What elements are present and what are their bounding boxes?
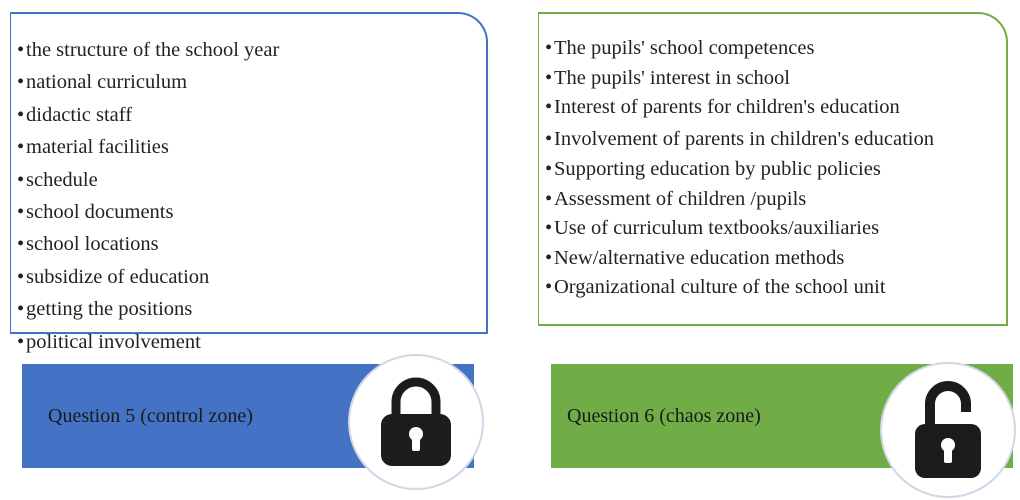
unlock-icon bbox=[915, 381, 981, 478]
list-item: •The pupils' school competences bbox=[545, 37, 815, 59]
list-item: •The pupils' interest in school bbox=[545, 66, 790, 89]
list-item: •schedule bbox=[17, 168, 98, 191]
control-zone-label: Question 5 (control zone) bbox=[48, 404, 253, 427]
list-item: •Involvement of parents in children's ed… bbox=[545, 127, 934, 150]
list-item: •didactic staff bbox=[17, 103, 133, 126]
list-item: •Supporting education by public policies bbox=[545, 158, 881, 180]
list-item: •Assessment of children /pupils bbox=[545, 187, 807, 210]
list-item: •New/alternative education methods bbox=[545, 246, 845, 269]
list-item: •Use of curriculum textbooks/auxiliaries bbox=[545, 217, 880, 239]
chaos-zone-label: Question 6 (chaos zone) bbox=[567, 404, 761, 427]
lock-icon bbox=[381, 377, 451, 466]
control-zone-list-box: •the structure of the school year •natio… bbox=[10, 12, 488, 353]
list-item: •school documents bbox=[17, 201, 174, 224]
unlock-circle bbox=[880, 362, 1016, 498]
lock-circle bbox=[348, 354, 484, 490]
list-item: •Organizational culture of the school un… bbox=[545, 276, 886, 298]
list-item: •the structure of the school year bbox=[17, 39, 280, 61]
list-item: •school locations bbox=[17, 233, 159, 256]
chaos-zone-list: •The pupils' school competences •The pup… bbox=[545, 34, 985, 303]
list-item: •getting the positions bbox=[17, 298, 193, 321]
control-zone-list: •the structure of the school year •natio… bbox=[17, 34, 279, 358]
list-item: •Interest of parents for children's educ… bbox=[545, 96, 900, 118]
list-item: •subsidize of education bbox=[17, 265, 210, 288]
list-item: •material facilities bbox=[17, 136, 169, 159]
list-item: •political involvement bbox=[17, 330, 201, 353]
chaos-zone-list-box: •The pupils' school competences •The pup… bbox=[538, 12, 1008, 326]
list-item: •national curriculum bbox=[17, 71, 188, 94]
